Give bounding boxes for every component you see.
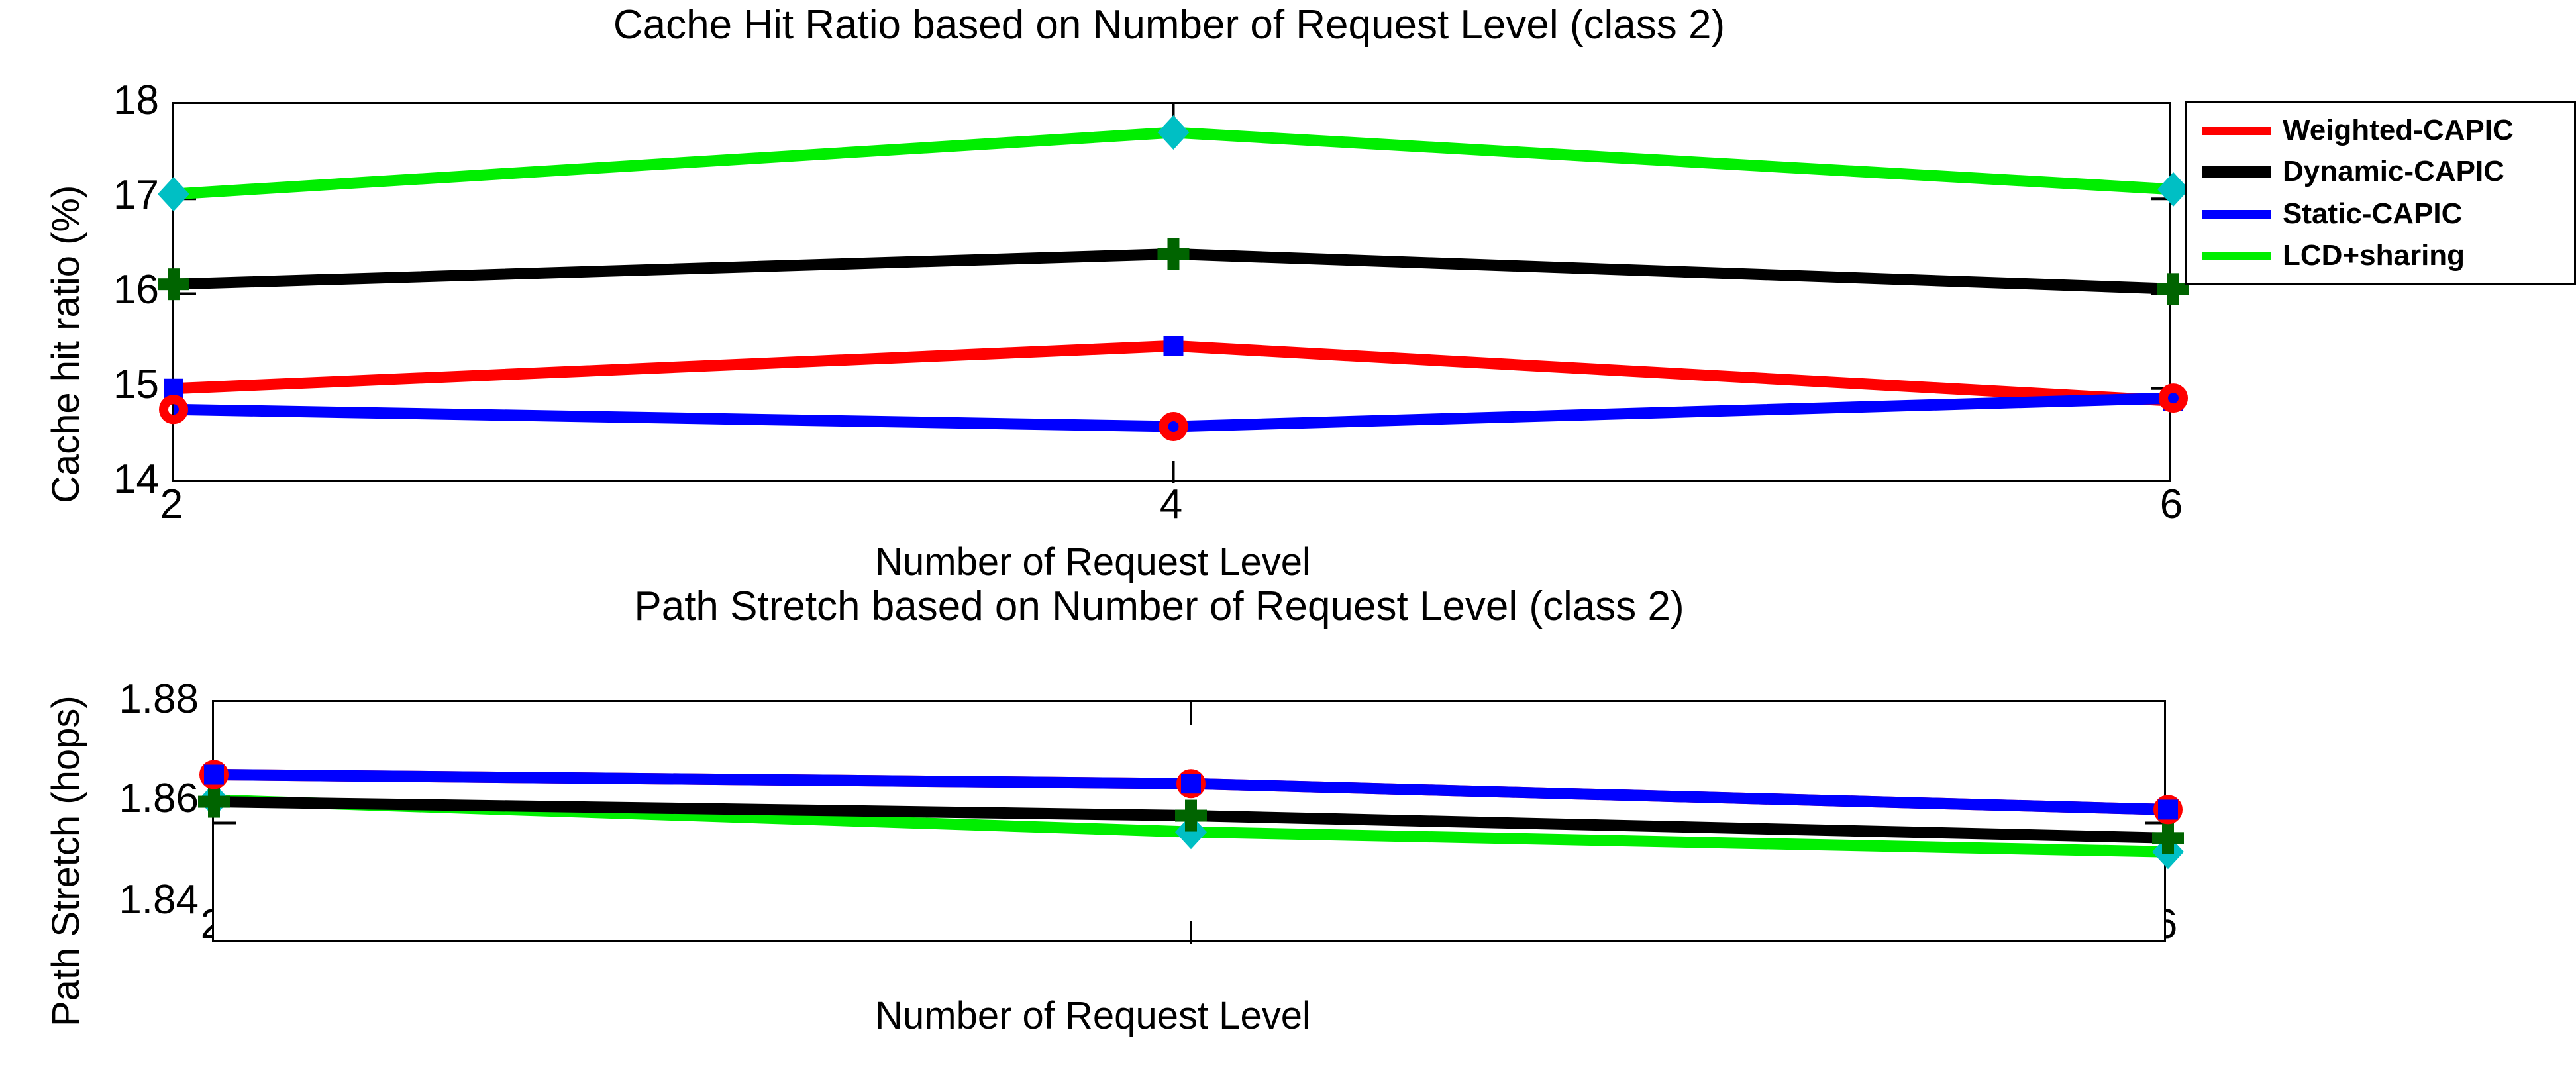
legend-row-static-capic[interactable]: Static-CAPIC (2202, 195, 2462, 232)
marker-static-capic-4 (1181, 774, 1201, 794)
legend-row-lcd-sharing[interactable]: LCD+sharing (2202, 237, 2465, 274)
legend-row-dynamic-capic[interactable]: Dynamic-CAPIC (2202, 153, 2504, 190)
legend-label-static-capic: Static-CAPIC (2283, 197, 2463, 230)
chart-title-path-stretch: Path Stretch based on Number of Request … (634, 584, 1684, 629)
plot-svg-path-stretch (198, 702, 2184, 944)
x-axis-label-cache-hit-ratio: Number of Request Level (875, 540, 1311, 584)
y-tick-label-14: 14 (113, 456, 159, 502)
marker-dynamic-capic-6-v (2167, 273, 2179, 305)
legend-label-lcd-sharing: LCD+sharing (2283, 239, 2465, 272)
legend-label-weighted-capic: Weighted-CAPIC (2283, 114, 2514, 146)
marker-dynamic-capic-6 (2152, 822, 2184, 854)
y-tick-label-184: 1.84 (119, 877, 199, 923)
y-tick-label-15: 15 (113, 362, 159, 407)
marker-dynamic-capic-4 (1157, 238, 1190, 270)
marker-static-capic-2 (204, 764, 224, 785)
marker-lcd-sharing-2 (158, 177, 189, 212)
legend-row-weighted-capic[interactable]: Weighted-CAPIC (2202, 112, 2514, 149)
marker-dynamic-capic-4-v (1167, 238, 1180, 270)
marker-dynamic-capic-6 (2157, 273, 2189, 305)
plot-area-cache-hit-ratio (158, 102, 2189, 483)
marker-dynamic-capic-4 (1175, 799, 1207, 832)
y-tick-label-16: 16 (113, 267, 159, 313)
panel-cache-hit-ratio: Cache Hit Ratio based on Number of Reque… (44, 2, 2576, 584)
y-axis-label-path-stretch: Path Stretch (hops) (44, 695, 87, 1027)
x-axis-label-path-stretch: Number of Request Level (875, 994, 1311, 1037)
plot-area-path-stretch (198, 700, 2184, 944)
legend-label-dynamic-capic: Dynamic-CAPIC (2283, 155, 2504, 187)
y-tick-label-18: 18 (113, 77, 159, 123)
marker-dynamic-capic-6-v (2162, 822, 2174, 854)
y-tick-label-186: 1.86 (119, 776, 199, 821)
marker-static-capic-6 (2158, 799, 2178, 820)
legend-swatch-lcd-sharing (2202, 251, 2271, 260)
y-tick-label-188: 1.88 (119, 676, 199, 722)
legend-swatch-static-capic (2202, 209, 2271, 219)
x-tick-label-6: 6 (2159, 482, 2183, 527)
y-tick-label-17: 17 (113, 172, 159, 218)
marker-lcd-sharing-6 (2157, 172, 2189, 207)
marker-dynamic-capic-2 (158, 268, 189, 301)
panel-path-stretch: Path Stretch based on Number of Request … (0, 583, 2576, 1067)
legend-box: Weighted-CAPIC Dynamic-CAPIC Static-CAPI… (2185, 101, 2576, 285)
series-line-static-capic (173, 392, 2174, 432)
marker-weighted-capic-4 (1163, 336, 1184, 356)
legend-swatch-dynamic-capic (2202, 166, 2271, 178)
x-tick-label-4: 4 (1159, 482, 1183, 527)
plot-svg-cache-hit-ratio (158, 104, 2189, 483)
marker-static-capic-2 (159, 395, 188, 425)
marker-static-capic-6 (2159, 383, 2188, 413)
marker-static-capic-4 (1159, 412, 1188, 442)
marker-dynamic-capic-2-v (208, 786, 220, 818)
marker-dynamic-capic-2 (198, 786, 230, 818)
legend-swatch-weighted-capic (2202, 126, 2271, 135)
chart-title-cache-hit-ratio: Cache Hit Ratio based on Number of Reque… (613, 2, 1726, 48)
marker-dynamic-capic-2-v (168, 268, 180, 301)
marker-lcd-sharing-4 (1157, 115, 1190, 150)
marker-lcd-sharing-4 (1175, 815, 1207, 850)
marker-dynamic-capic-4-v (1185, 799, 1197, 832)
x-tick-label-2: 2 (160, 482, 183, 527)
